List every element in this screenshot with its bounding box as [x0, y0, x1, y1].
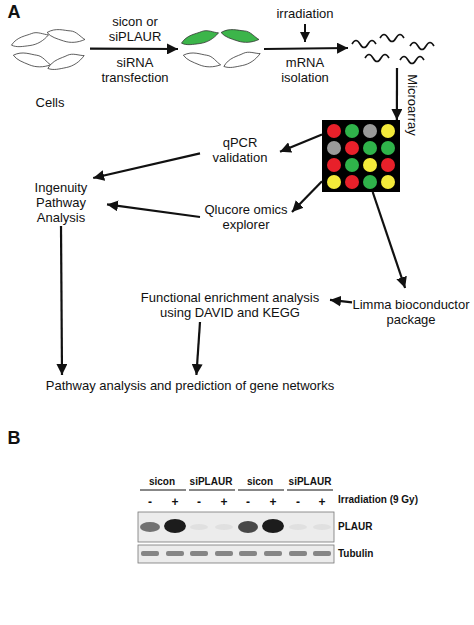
- node-text: Ingenuity Pathway Analysis: [15, 180, 107, 225]
- annotation-label: siPLAUR: [280, 476, 340, 488]
- annotation-label: +: [312, 495, 332, 509]
- mrna-strands: [352, 35, 434, 64]
- edge-label: sicon or siPLAUR: [95, 14, 175, 44]
- flow-arrow: [292, 181, 322, 212]
- microarray-node: [322, 120, 400, 192]
- group-bracket: [287, 490, 333, 491]
- transfected-cells-node: [178, 26, 264, 72]
- process-text: Qlucore omics explorer: [200, 200, 292, 234]
- annotation-label: -: [140, 495, 160, 509]
- flow-arrow: [264, 48, 348, 49]
- node-text: Limma bioconductor package: [352, 297, 470, 327]
- annotation-label: Irradiation (9 Gy): [338, 494, 458, 506]
- group-bracket: [140, 490, 186, 491]
- annotation-label: -: [288, 495, 308, 509]
- group-bracket: [189, 490, 235, 491]
- flow-arrow: [196, 322, 200, 375]
- annotation-label: sicon: [230, 476, 290, 488]
- flow-arrow: [93, 153, 200, 178]
- node-text: qPCR validation: [200, 135, 280, 165]
- panel-letter: A: [4, 2, 24, 22]
- annotation-label: +: [214, 495, 234, 509]
- edge-label: Microarray: [405, 70, 420, 140]
- edge-label: mRNA isolation: [275, 55, 335, 85]
- annotation-label: -: [238, 495, 258, 509]
- annotation-label: siRNA transfection: [95, 55, 175, 85]
- annotation-label: +: [165, 495, 185, 509]
- cells-node: Cells: [10, 26, 90, 110]
- annotation-label: PLAUR: [338, 521, 418, 533]
- node-text: Pathway analysis and prediction of gene …: [46, 378, 334, 393]
- flow-arrow: [90, 48, 178, 51]
- result-text: Pathway analysis and prediction of gene …: [30, 375, 350, 395]
- irradiation-arrow: [304, 24, 306, 42]
- group-bracket: [238, 490, 284, 491]
- flow-arrow: [280, 134, 322, 151]
- node-text: Qlucore omics explorer: [200, 202, 292, 232]
- annotation-label: sicon: [132, 476, 192, 488]
- annotation-label: +: [263, 495, 283, 509]
- mrna-node: [348, 28, 448, 68]
- flow-arrow: [396, 68, 398, 120]
- flow-arrow: [61, 226, 62, 375]
- annotation-label: siPLAUR: [181, 476, 241, 488]
- process-text: Functional enrichment analysis using DAV…: [130, 288, 330, 322]
- process-text: qPCR validation: [200, 133, 280, 167]
- flow-arrow: [330, 300, 352, 303]
- annotation-label: Tubulin: [338, 548, 418, 560]
- transfected-cell-drawing: [180, 25, 262, 71]
- flow-arrow: [373, 192, 405, 288]
- process-text: Limma bioconductor package: [352, 288, 470, 336]
- node-text: Functional enrichment analysis using DAV…: [130, 290, 330, 320]
- process-text: Ingenuity Pathway Analysis: [15, 178, 107, 226]
- annotation-label: irradiation: [275, 6, 335, 21]
- node-text: Cells: [36, 95, 65, 110]
- cell-drawing: [10, 25, 86, 72]
- panel-letter: B: [4, 428, 24, 448]
- flow-arrow: [107, 204, 200, 217]
- western-blot: [138, 490, 334, 563]
- annotation-label: -: [189, 495, 209, 509]
- microarray-chip: [322, 120, 400, 192]
